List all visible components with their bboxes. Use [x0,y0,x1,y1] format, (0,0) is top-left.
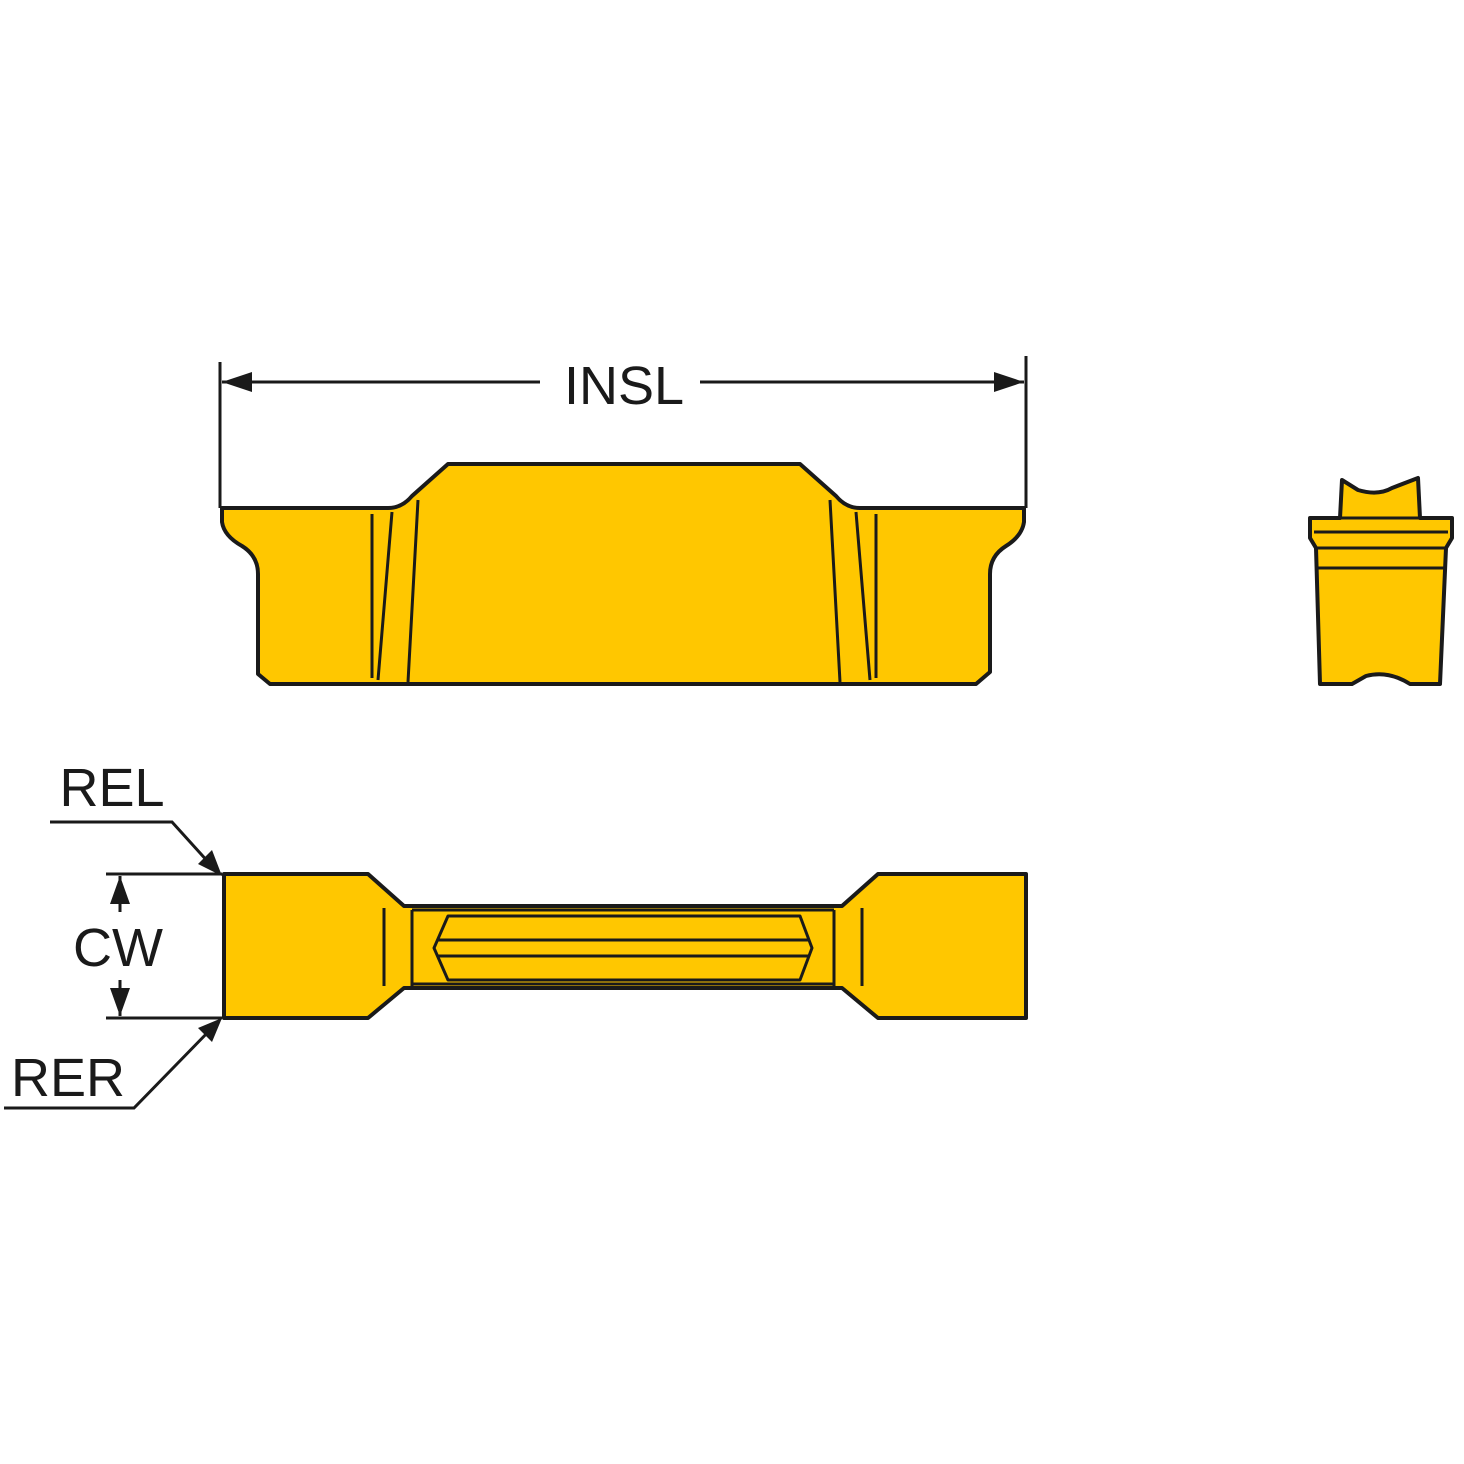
side-view-groove-right [828,499,878,683]
top-view-groove-lines [412,908,834,986]
insl-label: INSL [564,356,684,416]
cw-dimension [106,872,222,1020]
top-view [222,872,1028,1020]
rer-label: RER [11,1048,125,1108]
rel-leader-line [50,820,212,866]
cw-label: CW [73,918,163,978]
rel-leader [50,820,222,876]
end-view-grooves [1314,516,1448,570]
insl-dimension [218,356,1028,508]
top-view-neck-lines [382,908,864,986]
cw-arrow-top [110,876,130,904]
rer-arrow [198,1018,222,1042]
cw-arrow-bottom [110,988,130,1016]
insl-arrow-left [222,372,252,392]
side-view-groove-left [370,499,420,683]
end-view-body [1308,476,1454,686]
top-view-chip-groove [432,914,814,982]
insl-arrow-right [994,372,1024,392]
side-view [220,462,1026,686]
rel-label: REL [59,758,164,818]
rer-leader-line [4,1026,214,1110]
rel-arrow [198,850,222,876]
end-view [1308,476,1454,686]
rer-leader [4,1018,222,1110]
side-view-body [220,462,1026,686]
